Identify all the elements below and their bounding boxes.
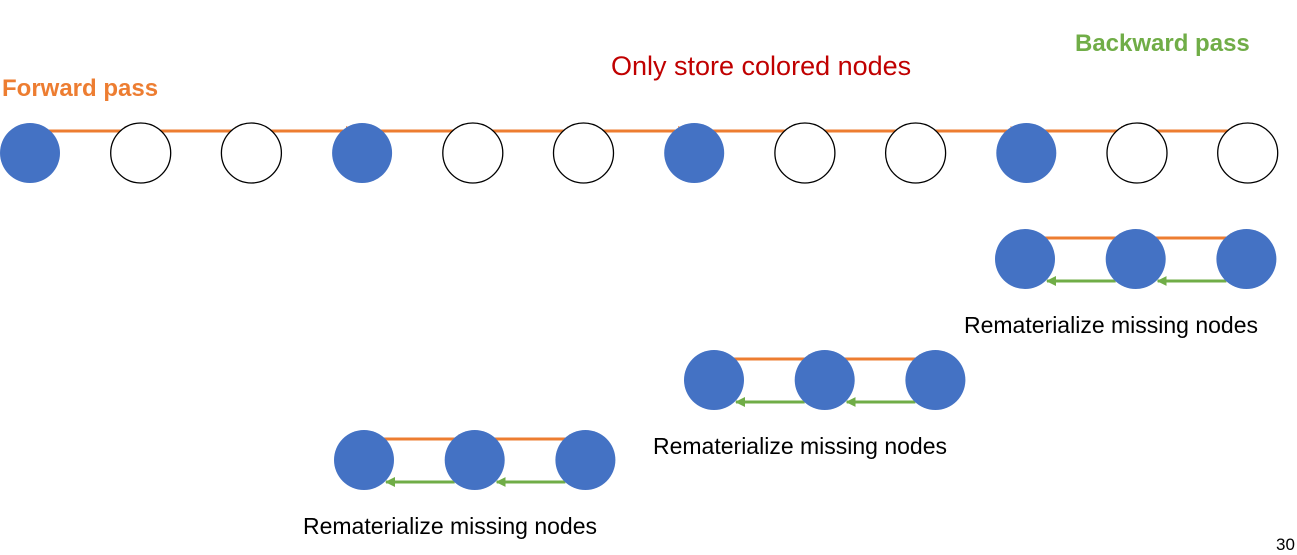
rematerialized-node [794,350,855,410]
missing-node [884,122,947,184]
rematerialize-label-3: Rematerialize missing nodes [303,513,598,539]
store-colored-nodes-label: Only store colored nodes [611,51,912,81]
missing-node [220,122,283,184]
remat-groups [334,229,1277,490]
rematerialize-label-2: Rematerialize missing nodes [653,433,948,459]
stored-node [332,123,393,183]
rematerialized-node [995,229,1055,289]
remat-group [995,229,1277,289]
missing-node [552,122,615,184]
page-number: 30 [1276,535,1295,554]
stored-node [996,123,1057,183]
remat-group [334,430,616,490]
rematerialized-node [684,350,744,410]
missing-node [1217,122,1279,184]
backward-pass-label: Backward pass [1075,30,1250,57]
rematerialized-node [1216,229,1277,289]
missing-node [1106,122,1168,184]
main-chain [0,122,1279,184]
rematerialized-node [334,430,394,490]
remat-group [684,350,966,410]
rematerialized-node [444,430,505,490]
stored-node [664,123,725,183]
missing-node [110,122,172,184]
rematerialize-label-1: Rematerialize missing nodes [964,312,1259,338]
missing-node [442,122,504,184]
forward-pass-label: Forward pass [2,75,159,102]
stored-node [0,123,60,183]
rematerialized-node [905,350,966,410]
rematerialized-node [555,430,616,490]
rematerialized-node [1105,229,1166,289]
missing-node [774,122,836,184]
